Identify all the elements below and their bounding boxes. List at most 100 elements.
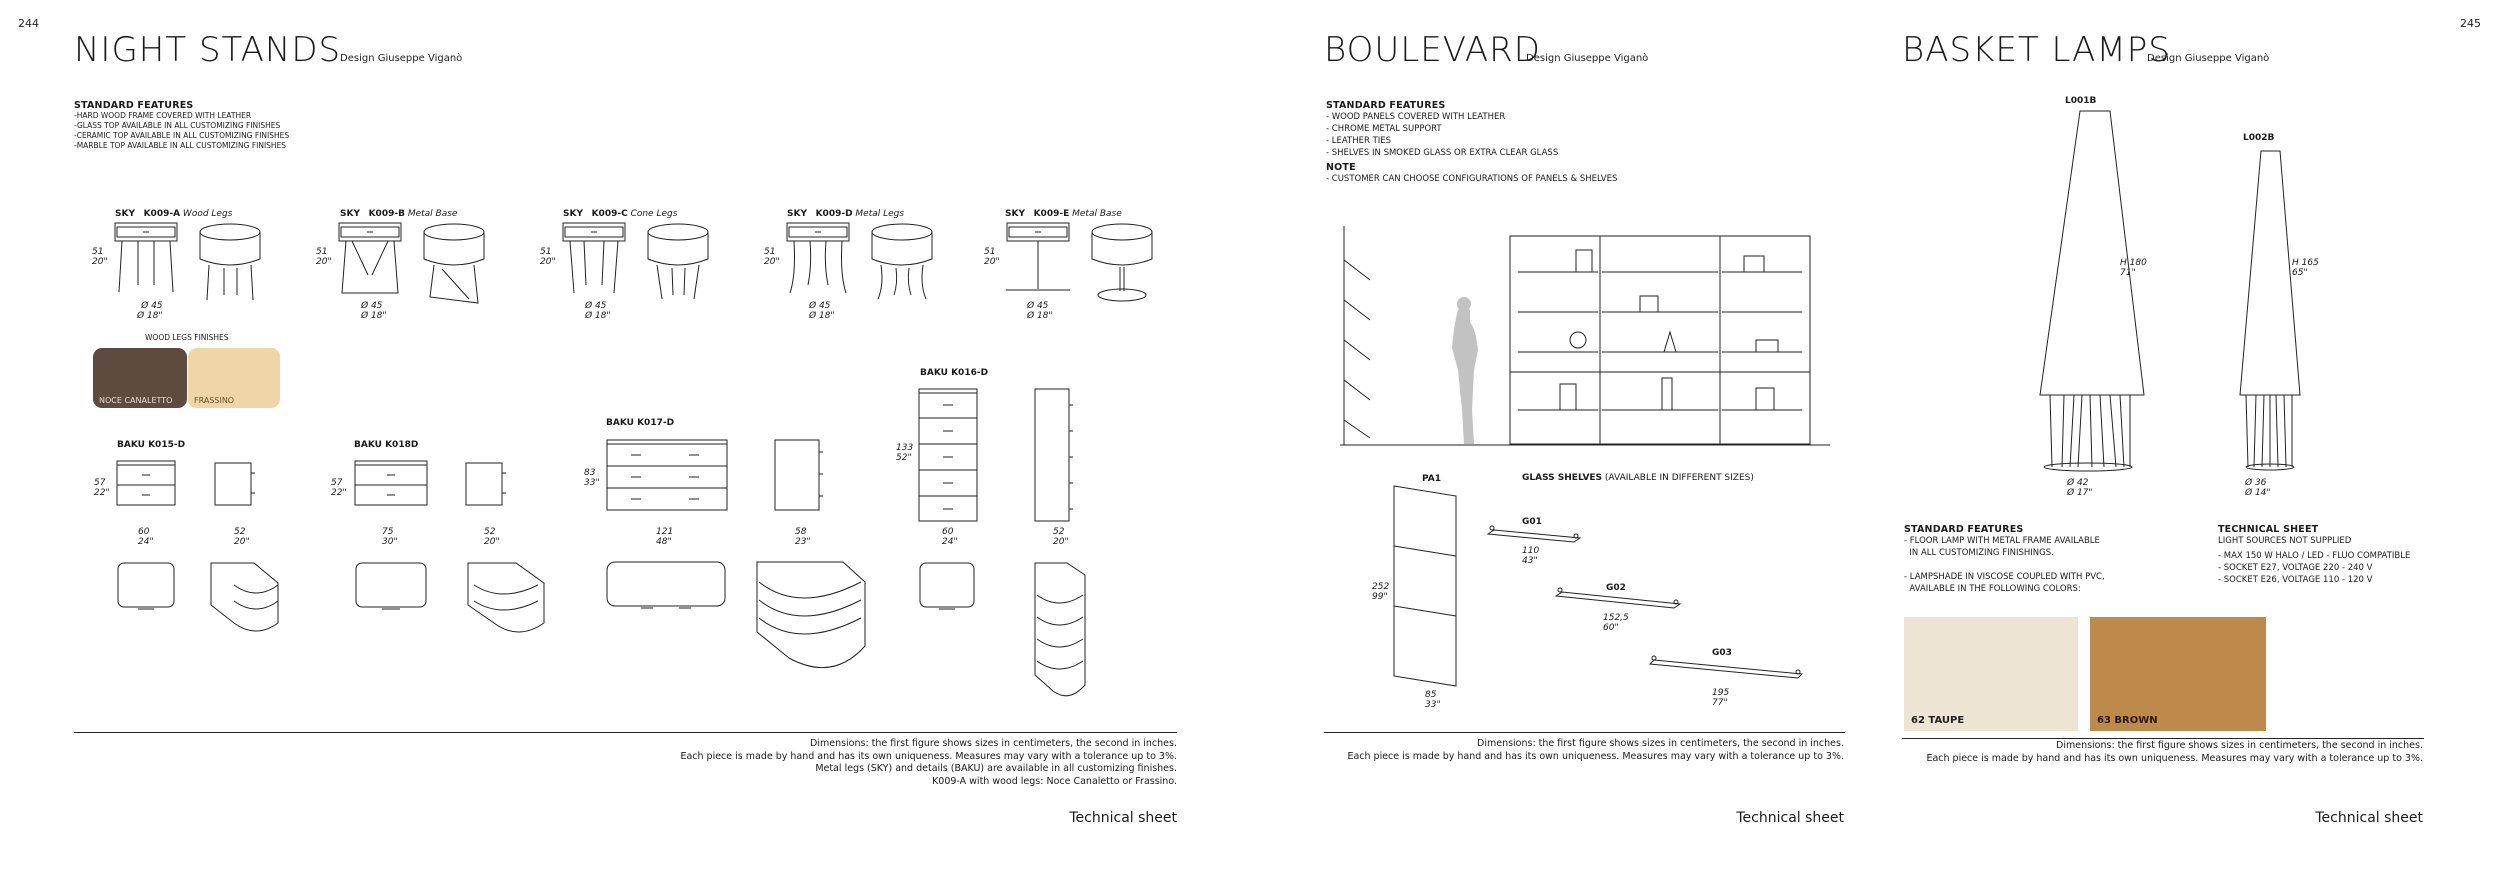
- footer-notes-middle: Dimensions: the first figure shows sizes…: [1347, 738, 1844, 762]
- footer-notes-left: Dimensions: the first figure shows sizes…: [680, 738, 1177, 787]
- baku-k018d-drawing: [354, 460, 545, 633]
- technical-sheet-label-middle: Technical sheet: [1736, 810, 1844, 826]
- standard-features-block: STANDARD FEATURES - WOOD PANELS COVERED …: [1326, 100, 1617, 185]
- designer-credit: Design Giuseppe Viganò: [340, 53, 463, 64]
- feature-line: - LAMPSHADE IN VISCOSE COUPLED WITH PVC,: [1904, 572, 2105, 582]
- page-title-boulevard: BOULEVARD: [1324, 30, 1541, 70]
- wood-finishes-title: WOOD LEGS FINISHES: [145, 333, 229, 342]
- feature-line: - CHROME METAL SUPPORT: [1326, 124, 1442, 134]
- boulevard-shelving-illustration: [1340, 226, 1830, 446]
- sky-k009a-drawing: [114, 222, 261, 301]
- baku-k015d-label: BAKU K015-D: [117, 440, 186, 450]
- standard-features-block: STANDARD FEATURES - FLOOR LAMP WITH META…: [1904, 524, 2105, 595]
- sky-k009d-label: SKY K009-D Metal Legs: [787, 209, 905, 219]
- technical-sheet-label-right: Technical sheet: [2315, 810, 2423, 826]
- lamp-l002b-label: L002B: [2243, 133, 2275, 143]
- panel-pa1-drawing: [1393, 485, 1457, 687]
- sky-k009c-drawing: [562, 222, 709, 300]
- sky-k009b-label: SKY K009-B Metal Base: [340, 209, 458, 219]
- features-title: STANDARD FEATURES: [1904, 524, 2024, 535]
- footer-notes-right: Dimensions: the first figure shows sizes…: [1926, 740, 2423, 764]
- designer-credit: Design Giuseppe Viganò: [2147, 53, 2270, 64]
- feature-line: -CERAMIC TOP AVAILABLE IN ALL CUSTOMIZIN…: [74, 131, 290, 140]
- sky-k009e-label: SKY K009-E Metal Base: [1005, 209, 1122, 219]
- feature-line: -GLASS TOP AVAILABLE IN ALL CUSTOMIZING …: [74, 121, 281, 130]
- feature-line: - LEATHER TIES: [1326, 136, 1392, 146]
- feature-line: IN ALL CUSTOMIZING FINISHINGS.: [1904, 548, 2054, 558]
- features-title: STANDARD FEATURES: [1326, 100, 1446, 111]
- note-title: NOTE: [1326, 162, 1356, 173]
- standard-features-block: STANDARD FEATURES -HARD WOOD FRAME COVER…: [74, 100, 289, 151]
- lamp-l001b-label: L001B: [2065, 96, 2097, 106]
- baku-k017d-drawing: [606, 439, 866, 669]
- glass-shelves-title: GLASS SHELVES (AVAILABLE IN DIFFERENT SI…: [1522, 473, 1754, 483]
- sky-k009a-label: SKY K009-A Wood Legs: [115, 209, 233, 219]
- feature-line: -HARD WOOD FRAME COVERED WITH LEATHER: [74, 111, 252, 120]
- basket-lamps-drawing: [2039, 110, 2301, 472]
- tech-line: - MAX 150 W HALO / LED - FLUO COMPATIBLE: [2218, 551, 2411, 561]
- baku-k018d-label: BAKU K018D: [354, 440, 419, 450]
- footer-rule-left: [74, 732, 1177, 733]
- shelf-g03-label: G03: [1712, 648, 1732, 658]
- shelf-g02-label: G02: [1606, 583, 1626, 593]
- feature-line: - SHELVES IN SMOKED GLASS OR EXTRA CLEAR…: [1326, 148, 1559, 158]
- panel-pa1-label: PA1: [1422, 474, 1441, 484]
- tech-title: TECHNICAL SHEET: [2218, 524, 2319, 535]
- sky-k009e-drawing: [1006, 222, 1153, 302]
- feature-line: AVAILABLE IN THE FOLLOWING COLORS:: [1904, 584, 2081, 594]
- baku-k015d-drawing: [116, 460, 279, 632]
- page-title-basket-lamps: BASKET LAMPS: [1902, 30, 2171, 70]
- feature-line: - FLOOR LAMP WITH METAL FRAME AVAILABLE: [1904, 536, 2100, 546]
- tech-line: - SOCKET E27, VOLTAGE 220 - 240 V: [2218, 563, 2373, 573]
- page-number-left: 244: [18, 17, 39, 30]
- page-title-night-stands: NIGHT STANDS: [74, 30, 342, 70]
- feature-line: -MARBLE TOP AVAILABLE IN ALL CUSTOMIZING…: [74, 141, 287, 150]
- sky-k009c-label: SKY K009-C Cone Legs: [563, 209, 678, 219]
- glass-shelves-drawing: [1486, 525, 1804, 679]
- footer-rule-right: [1902, 738, 2424, 739]
- shelf-g01-label: G01: [1522, 517, 1542, 527]
- baku-k017d-label: BAKU K017-D: [606, 418, 675, 428]
- designer-credit: Design Giuseppe Viganò: [1526, 53, 1649, 64]
- sky-k009b-drawing: [338, 222, 485, 304]
- page-number-right: 245: [2460, 17, 2481, 30]
- technical-sheet-block: TECHNICAL SHEET LIGHT SOURCES NOT SUPPLI…: [2218, 524, 2410, 586]
- baku-k016d-label: BAKU K016-D: [920, 368, 989, 378]
- swatch-frassino: FRASSINO: [188, 348, 280, 408]
- feature-line: - WOOD PANELS COVERED WITH LEATHER: [1326, 112, 1506, 122]
- note-line: - CUSTOMER CAN CHOOSE CONFIGURATIONS OF …: [1326, 174, 1618, 184]
- footer-rule-middle: [1324, 732, 1845, 733]
- sky-k009d-drawing: [786, 222, 933, 300]
- swatch-noce-canaletto: NOCE CANALETTO: [93, 348, 187, 408]
- baku-k016d-drawing: [918, 388, 1086, 697]
- tech-sub: LIGHT SOURCES NOT SUPPLIED: [2218, 536, 2352, 546]
